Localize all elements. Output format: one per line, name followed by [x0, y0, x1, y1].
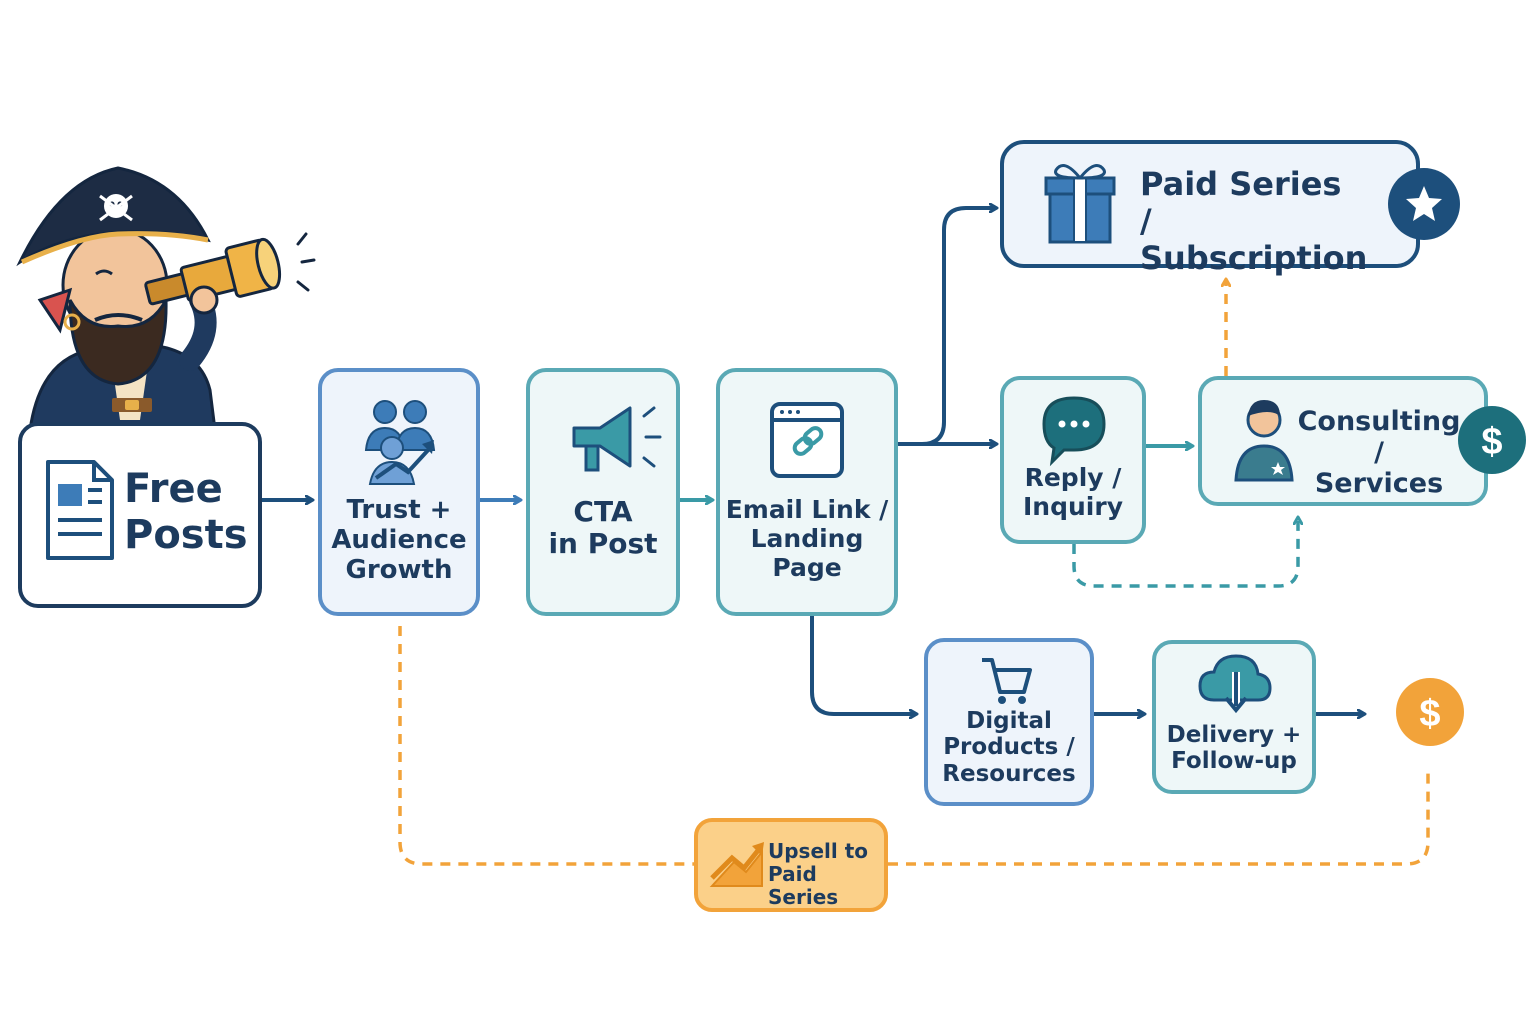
megaphone-icon — [572, 406, 662, 472]
browser-link-icon — [770, 402, 844, 478]
upward-trend-icon — [709, 842, 764, 887]
document-icon — [46, 460, 114, 560]
connector-reply-to-consulting-dashed — [1072, 518, 1298, 588]
shopping-cart-icon — [982, 658, 1032, 704]
cta-box — [526, 368, 680, 616]
cloud-download-icon — [1198, 654, 1272, 714]
revenue-dollar-symbol: $ — [1419, 693, 1440, 735]
digital-label: Digital Products / Resources — [942, 708, 1076, 787]
email-box — [716, 368, 898, 616]
trust-label: Trust + Audience Growth — [331, 495, 467, 585]
connector-email-to-paid-series — [898, 208, 996, 446]
consulting-dollar-badge-icon: $ — [1458, 406, 1526, 474]
connector-email-to-digital — [810, 616, 916, 714]
delivery-label: Delivery + Follow-up — [1166, 722, 1302, 775]
consulting-dollar-symbol: $ — [1481, 421, 1502, 463]
delivery-box — [1152, 640, 1316, 794]
digital-box — [924, 638, 1094, 806]
consulting-label: Consulting / Services — [1297, 406, 1461, 500]
cta-label: CTA in Post — [548, 495, 658, 561]
reply-label: Reply / Inquiry — [1023, 463, 1123, 521]
chat-bubble-icon — [1042, 396, 1106, 467]
email-label: Email Link / Landing Page — [725, 495, 889, 582]
connector-upsell-loop — [398, 626, 1430, 866]
upsell-box — [694, 818, 888, 912]
person-icon — [1234, 400, 1294, 482]
star-badge-icon — [1388, 168, 1460, 240]
upsell-label: Upsell to Paid Series — [768, 839, 868, 909]
paid-series-label: Paid Series / Subscription — [1140, 165, 1368, 277]
gift-icon — [1044, 164, 1116, 244]
free-posts-label: Free Posts — [124, 466, 248, 558]
reply-box — [1000, 376, 1146, 544]
audience-growth-icon — [364, 400, 436, 485]
revenue-dollar-badge-icon: $ — [1396, 678, 1464, 746]
trust-box — [318, 368, 480, 616]
pirate-mascot-icon — [16, 166, 316, 432]
